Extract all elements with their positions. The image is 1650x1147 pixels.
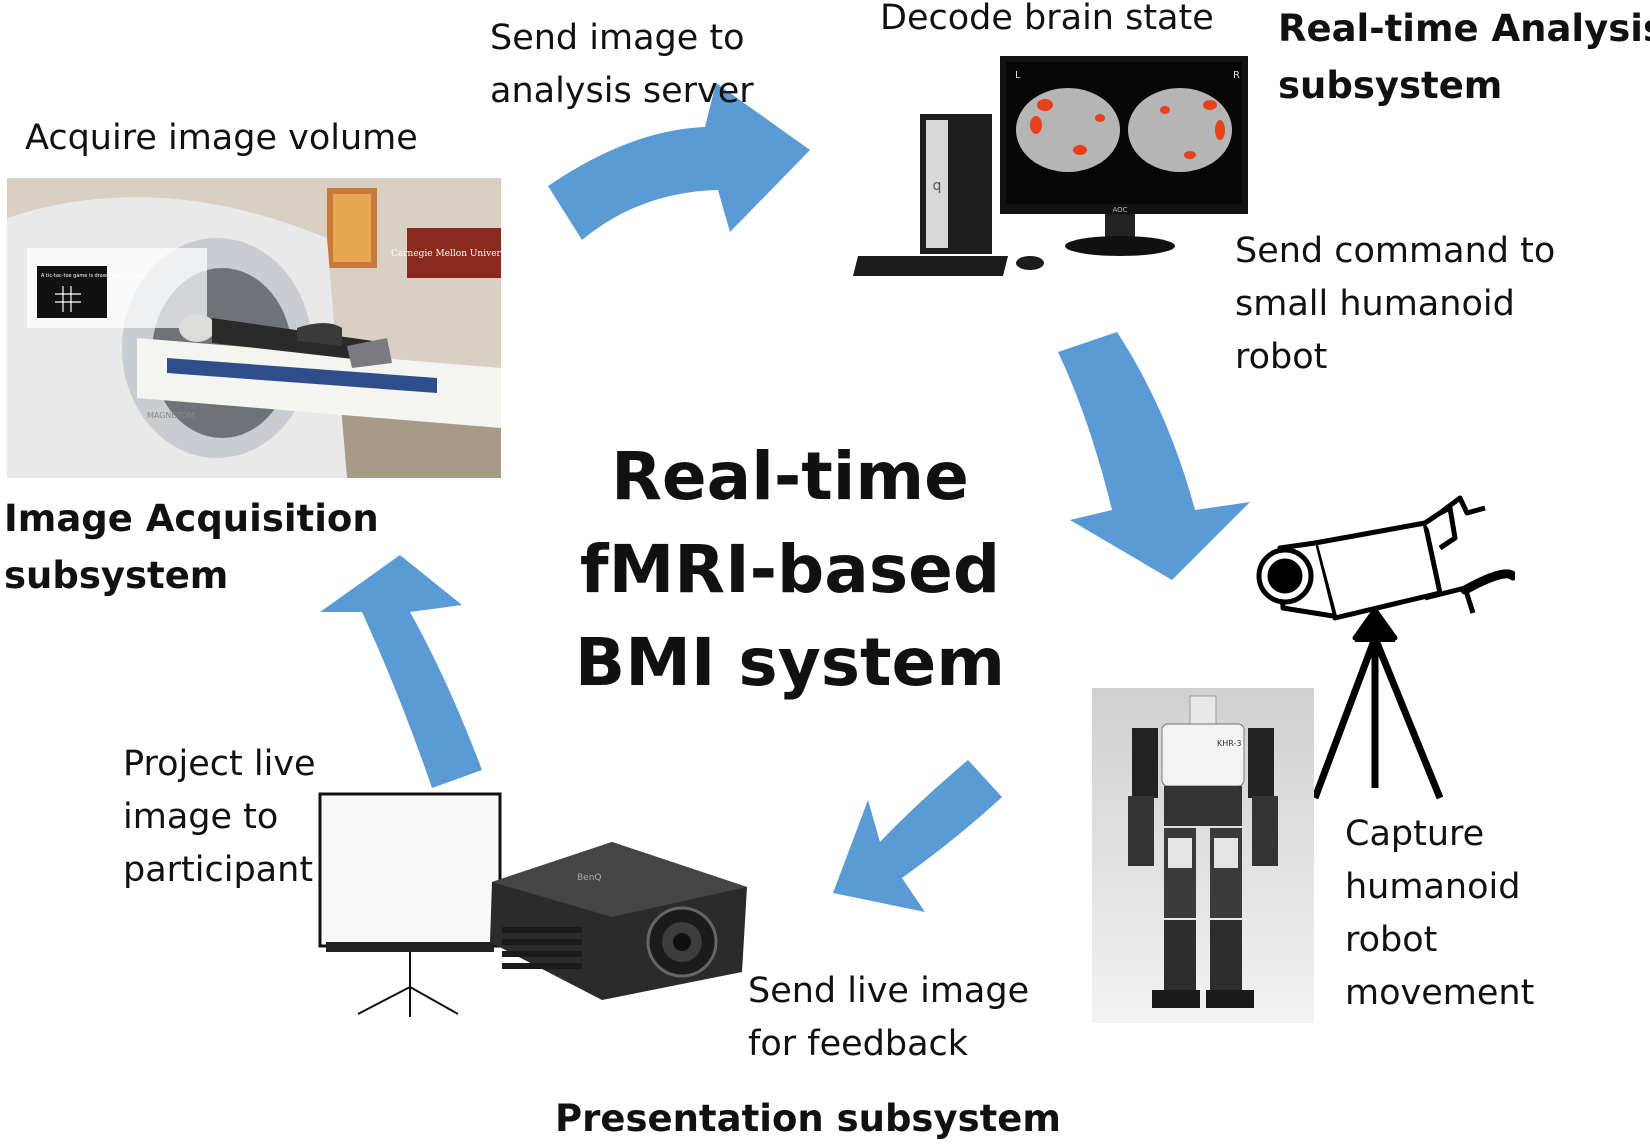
subsystem-realtime-analysis-line1: Real-time Analysis — [1278, 7, 1650, 50]
video-camera-icon — [1255, 488, 1515, 803]
subsystem-realtime-analysis-label: Real-time Analysis subsystem — [1278, 0, 1650, 114]
center-title-line1: Real-time — [611, 438, 969, 515]
subsystem-image-acquisition-line2: subsystem — [4, 554, 229, 597]
step-project: Project live image to participant — [123, 738, 316, 897]
step-capture-line3: robot — [1345, 920, 1438, 960]
humanoid-robot-photo: KHR-3 — [1092, 688, 1314, 1023]
svg-text:q: q — [933, 178, 942, 194]
step-send-live: Send live image for feedback — [748, 965, 1029, 1071]
subsystem-image-acquisition-label: Image Acquisition subsystem — [4, 490, 379, 604]
projection-screen-icon — [318, 792, 508, 1017]
step-send-command-line1: Send command to — [1235, 231, 1556, 271]
step-acquire: Acquire image volume — [25, 118, 418, 158]
step-send-to-server-line2: analysis server — [490, 71, 754, 111]
center-title-line3: BMI system — [574, 624, 1006, 701]
step-send-to-server: Send image to analysis server — [490, 12, 754, 118]
step-send-live-line1: Send live image — [748, 971, 1030, 1011]
subsystem-presentation-label: Presentation subsystem — [555, 1097, 1061, 1140]
step-decode: Decode brain state — [880, 0, 1214, 38]
step-capture-line2: humanoid — [1345, 867, 1521, 907]
center-title-line2: fMRI-based — [579, 531, 1001, 608]
projector-brand: BenQ — [577, 873, 602, 883]
brain-right-label: R — [1233, 70, 1240, 81]
step-send-command-line2: small humanoid — [1235, 284, 1515, 324]
subsystem-realtime-analysis-line2: subsystem — [1278, 64, 1503, 107]
step-capture-line1: Capture — [1345, 814, 1485, 854]
step-send-command-line3: robot — [1235, 337, 1328, 377]
arrow-acquisition-to-analysis — [548, 83, 810, 240]
subsystem-image-acquisition-line1: Image Acquisition — [4, 497, 379, 540]
step-send-command: Send command to small humanoid robot — [1235, 225, 1555, 384]
analysis-computer: L R AOC q — [850, 50, 1250, 290]
step-capture-line4: movement — [1345, 973, 1535, 1013]
step-capture: Capture humanoid robot movement — [1345, 808, 1534, 1020]
monitor-brand: AOC — [1112, 206, 1127, 214]
step-project-line3: participant — [123, 850, 314, 890]
step-send-live-line2: for feedback — [748, 1024, 969, 1064]
arrow-analysis-to-robot — [1058, 332, 1250, 580]
arrow-presentation-to-acquisition — [320, 555, 482, 788]
projector-photo: BenQ — [482, 822, 752, 1002]
brain-left-label: L — [1015, 70, 1021, 81]
center-title: Real-time fMRI-based BMI system — [560, 430, 1020, 709]
mri-banner-text: Carnegie Mellon University — [391, 249, 501, 259]
mri-brand-text: MAGNETOM — [147, 411, 195, 420]
arrow-robot-to-presentation — [833, 760, 1002, 912]
robot-model-label: KHR-3 — [1217, 739, 1241, 748]
mri-scanner-photo: Carnegie Mellon University A tic-tac-toe… — [7, 178, 501, 478]
step-project-line2: image to — [123, 797, 279, 837]
step-send-to-server-line1: Send image to — [490, 18, 745, 58]
mri-screen-text: A tic-tac-toe game is drawn with fine li… — [41, 273, 147, 279]
step-project-line1: Project live — [123, 744, 316, 784]
